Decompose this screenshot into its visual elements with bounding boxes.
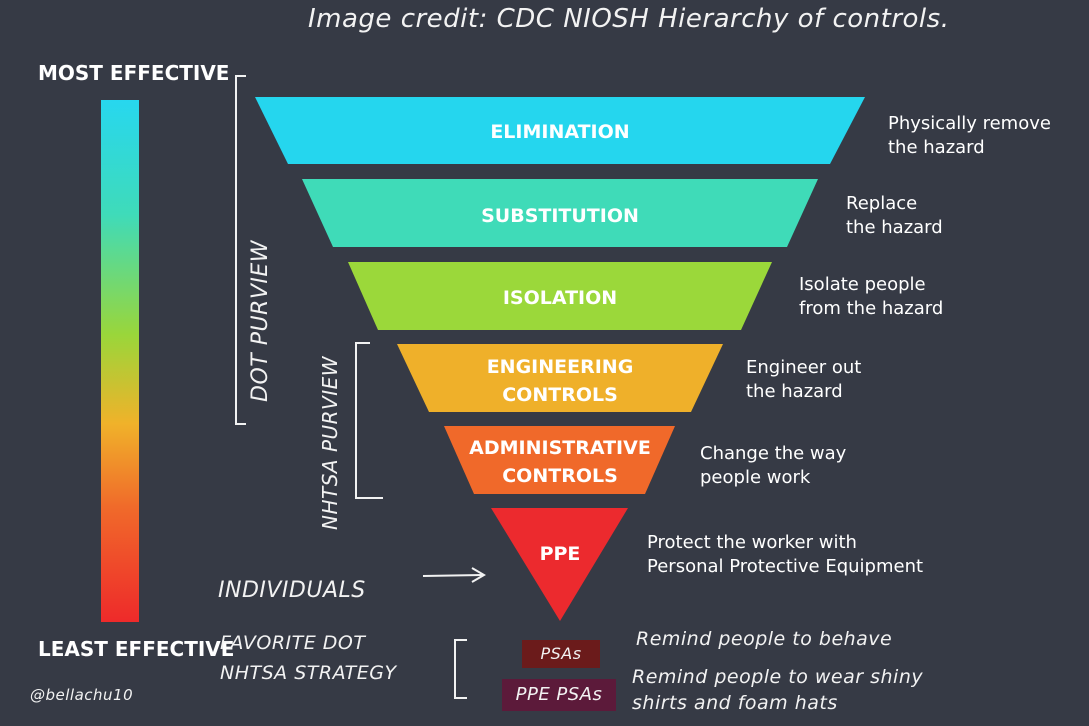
level-isolation-band: [348, 262, 772, 330]
dot-purview-bracket: [235, 75, 246, 425]
image-credit: Image credit: CDC NIOSH Hierarchy of con…: [308, 4, 950, 34]
ppe-psas-note: Remind people to wear shiny shirts and f…: [632, 666, 924, 714]
level-engineering-label-line2: CONTROLS: [502, 384, 618, 406]
least-effective-label: LEAST EFFECTIVE: [38, 637, 235, 661]
favorite-strategy-label: FAVORITE DOT NHTSA STRATEGY: [220, 632, 397, 684]
individuals-label: INDIVIDUALS: [218, 578, 366, 603]
level-administrative-label-line2: CONTROLS: [502, 465, 618, 487]
level-isolation-label: ISOLATION: [503, 287, 617, 309]
author-handle: @bellachu10: [30, 686, 134, 704]
level-elimination-band: [255, 97, 865, 164]
level-elimination-label: ELIMINATION: [490, 121, 629, 143]
most-effective-label: MOST EFFECTIVE: [38, 61, 230, 85]
level-engineering-band: [397, 344, 723, 412]
individuals-arrow: [422, 567, 486, 583]
effectiveness-gradient-bar: [101, 100, 139, 622]
psas-box: PSAs: [522, 640, 600, 668]
level-administrative-band: [444, 426, 675, 494]
level-substitution-label: SUBSTITUTION: [481, 205, 639, 227]
ppe-psas-box: PPE PSAs: [502, 679, 616, 711]
level-administrative-label-line1: ADMINISTRATIVE: [469, 437, 651, 459]
level-ppe-label: PPE: [540, 543, 581, 565]
nhtsa-purview-label: NHTSA PURVIEW: [318, 355, 342, 530]
level-engineering-label-line1: ENGINEERING: [487, 356, 634, 378]
nhtsa-purview-bracket: [355, 342, 383, 499]
level-ppe-band: [491, 508, 628, 621]
level-substitution-band: [302, 179, 818, 247]
psas-note: Remind people to behave: [636, 628, 893, 650]
strategy-bracket: [454, 639, 467, 699]
dot-purview-label: DOT PURVIEW: [248, 239, 273, 402]
